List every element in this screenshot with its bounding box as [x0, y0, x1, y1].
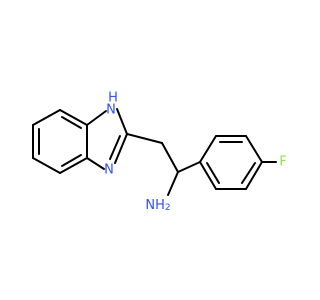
bond-b2 — [32, 157, 61, 174]
bond-c2-ch2 — [126, 133, 163, 144]
bond-b3 — [59, 157, 88, 174]
bond-n1-c2 — [116, 108, 128, 135]
bond-c2-n3 — [114, 133, 128, 164]
bond-b5 — [59, 109, 88, 126]
bond-ch2-ch — [161, 142, 179, 173]
bond-b5-inner — [61, 116, 82, 129]
bond-ch-nh2 — [167, 171, 179, 196]
bond-ch-phenyl — [177, 161, 201, 173]
bond-p6-inner — [206, 162, 220, 184]
amine-subscript-text: 2 — [165, 203, 171, 213]
bond-p6 — [199, 161, 217, 190]
structure-canvas: H N N NH2 F — [32, 90, 287, 214]
atom-n1-label: N — [106, 103, 116, 118]
molecule-structure: H N N NH2 F — [32, 91, 287, 214]
atom-n3-label: N — [104, 163, 114, 178]
amine-nh-text: NH — [145, 198, 165, 213]
bond-c2-n3-inner — [109, 135, 121, 160]
bond-n3-c3a — [86, 157, 105, 170]
atom-h-label: H — [108, 91, 118, 106]
bond-b3-inner — [61, 154, 82, 167]
bond-p3 — [245, 135, 263, 163]
bond-c7a-n1 — [86, 110, 107, 126]
bond-p4-inner — [241, 162, 256, 184]
atom-amine-label: NH2 — [145, 198, 170, 214]
atom-f-label: F — [279, 155, 286, 170]
bond-p4 — [245, 161, 263, 190]
bond-b6 — [32, 109, 61, 126]
bond-p1 — [199, 135, 217, 163]
